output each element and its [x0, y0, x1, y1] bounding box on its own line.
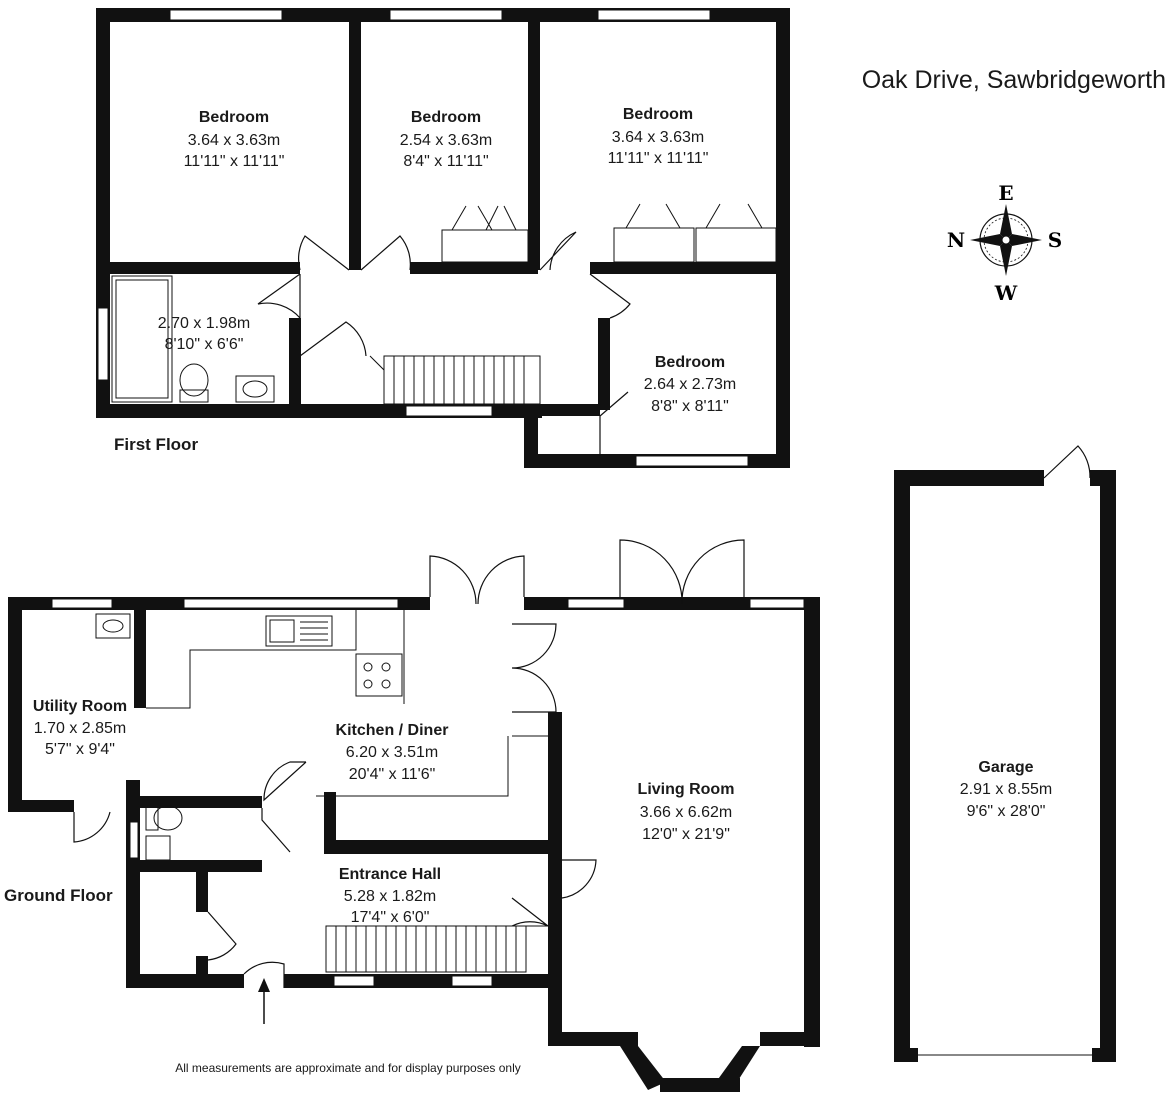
compass-right: S — [1048, 228, 1062, 252]
wc-toilet-icon — [153, 805, 183, 831]
garage-name: Garage — [978, 759, 1033, 776]
first-floor-windows — [97, 9, 749, 467]
garage-plan: Garage 2.91 x 8.55m 9'6" x 28'0" — [894, 445, 1116, 1062]
living-metric: 3.66 x 6.62m — [640, 804, 733, 821]
compass-left: N — [947, 228, 965, 252]
wc-basin-icon — [145, 835, 171, 861]
bedroom-1-name: Bedroom — [199, 109, 269, 126]
utility-basin-icon — [95, 613, 131, 639]
compass-bottom: W — [994, 281, 1018, 305]
hob-icon — [355, 653, 403, 697]
bedroom-1-metric: 3.64 x 3.63m — [188, 132, 281, 149]
ground-floor-stairs — [325, 925, 553, 973]
utility-name: Utility Room — [33, 698, 127, 715]
bedroom-2-metric: 2.54 x 3.63m — [400, 132, 493, 149]
garage-imperial: 9'6" x 28'0" — [967, 803, 1046, 820]
utility-imperial: 5'7" x 9'4" — [45, 741, 115, 758]
garage-walls — [894, 470, 1116, 1062]
living-imperial: 12'0" x 21'9" — [642, 826, 730, 843]
bedroom-1-imperial: 11'11" x 11'11" — [184, 153, 285, 170]
ground-floor-plan: Utility Room 1.70 x 2.85m 5'7" x 9'4" Ki… — [4, 539, 820, 1092]
living-name: Living Room — [638, 781, 735, 798]
wardrobes — [441, 203, 777, 263]
ground-floor-labels: Utility Room 1.70 x 2.85m 5'7" x 9'4" Ki… — [4, 698, 734, 926]
disclaimer: All measurements are approximate and for… — [175, 1061, 521, 1075]
first-floor-walls — [96, 8, 790, 468]
utility-metric: 1.70 x 2.85m — [34, 720, 127, 737]
bedroom-4-metric: 2.64 x 2.73m — [644, 376, 737, 393]
garage-metric: 2.91 x 8.55m — [960, 781, 1053, 798]
hall-metric: 5.28 x 1.82m — [344, 888, 437, 905]
first-floor-labels: Bedroom 3.64 x 3.63m 11'11" x 11'11" Bed… — [114, 106, 736, 454]
kitchen-fixtures — [95, 610, 555, 861]
ground-floor-windows — [51, 598, 805, 987]
first-floor-label: First Floor — [114, 435, 198, 454]
compass-icon: E N S W — [947, 181, 1062, 305]
bedroom-3-name: Bedroom — [623, 106, 693, 123]
bedroom-2-name: Bedroom — [411, 109, 481, 126]
bathroom-metric: 2.70 x 1.98m — [158, 315, 251, 332]
toilet-icon — [179, 363, 209, 397]
bedroom-3-metric: 3.64 x 3.63m — [612, 129, 705, 146]
kitchen-name: Kitchen / Diner — [336, 722, 449, 739]
entrance-arrow-icon — [258, 978, 270, 1024]
hall-name: Entrance Hall — [339, 866, 441, 883]
bedroom-2-imperial: 8'4" x 11'11" — [403, 153, 488, 170]
hall-imperial: 17'4" x 6'0" — [351, 909, 430, 926]
basin-icon — [235, 375, 275, 403]
first-floor-stairs — [369, 355, 541, 405]
kitchen-imperial: 20'4" x 11'6" — [349, 766, 436, 783]
sink-icon — [265, 615, 333, 647]
garage-side-door — [1043, 445, 1091, 479]
compass-top: E — [998, 181, 1013, 205]
bedroom-4-imperial: 8'8" x 8'11" — [651, 398, 729, 415]
property-title: Oak Drive, Sawbridgeworth — [862, 66, 1166, 94]
first-floor-plan: Bedroom 3.64 x 3.63m 11'11" x 11'11" Bed… — [96, 8, 790, 468]
bedroom-4-name: Bedroom — [655, 354, 725, 371]
first-floor-doors — [257, 231, 631, 456]
kitchen-metric: 6.20 x 3.51m — [346, 744, 439, 761]
bathroom-fixtures — [111, 275, 275, 403]
bedroom-3-imperial: 11'11" x 11'11" — [608, 150, 709, 167]
ground-floor-label: Ground Floor — [4, 886, 113, 905]
bathroom-imperial: 8'10" x 6'6" — [165, 336, 244, 353]
